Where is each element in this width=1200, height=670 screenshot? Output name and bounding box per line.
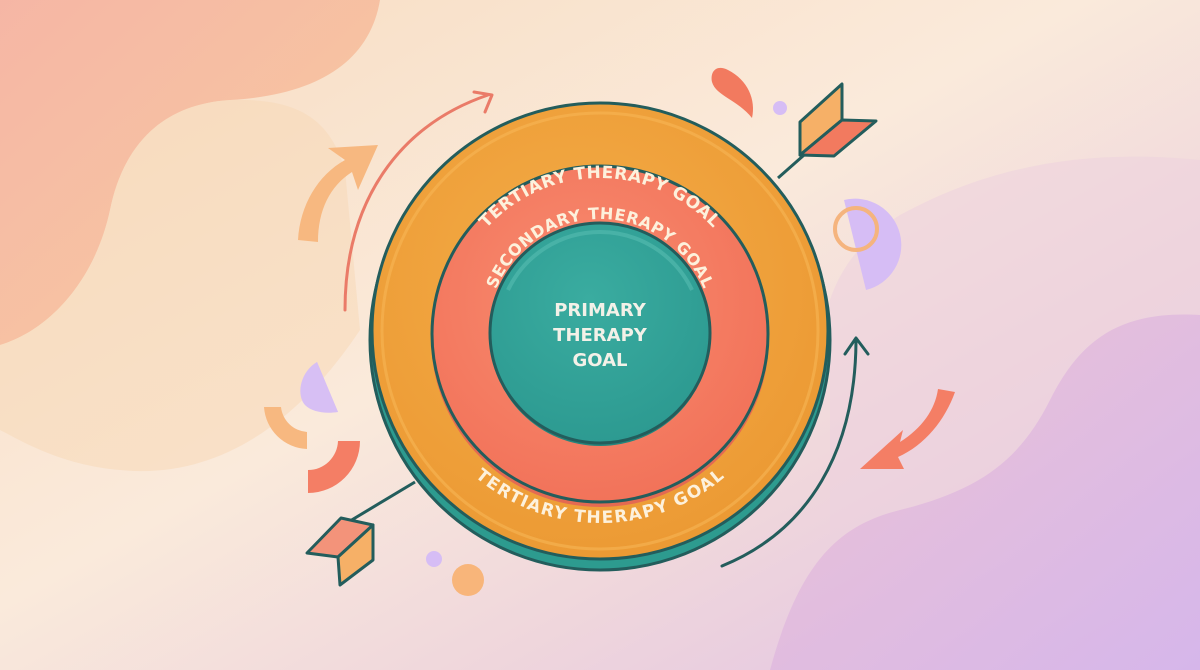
curved-arrow-top-left-icon: [298, 145, 378, 242]
background-blob-mid-left: [0, 99, 360, 472]
arc-peach-left-icon: [264, 407, 307, 449]
label-primary-line-3: GOAL: [573, 350, 628, 371]
thin-arc-arrow-right-icon: [720, 340, 858, 568]
dart-fletch-bottom-bottom-left-icon: [336, 523, 375, 587]
dot-lavender-bottom-icon: [426, 551, 442, 567]
thin-arc-arrow-right-head-icon: [843, 336, 870, 356]
label-primary-line-2: THERAPY: [553, 325, 648, 346]
thin-arc-arrow-left-icon: [343, 93, 490, 312]
teardrop-coral-top-icon: [711, 67, 753, 118]
ring-primary: [488, 221, 712, 445]
arc-coral-left-icon: [308, 441, 360, 493]
dot-lavender-top-icon: [773, 101, 787, 115]
ring-tertiary-highlight: [380, 111, 820, 551]
ring-peach-right-icon: [833, 206, 879, 252]
thin-arc-arrow-left-head-icon: [472, 90, 494, 114]
label-primary-line-1: PRIMARY: [554, 300, 646, 321]
background-blob-bottom-right: [770, 314, 1200, 670]
background-blob-top-left: [0, 0, 380, 345]
ring-primary-highlight: [506, 230, 694, 291]
half-circle-lavender-left-shape: [300, 362, 338, 413]
curved-arrow-right-icon: [860, 389, 955, 469]
dart-fletch-bottom-top-right-icon: [798, 118, 878, 158]
dot-peach-bottom-icon: [452, 564, 484, 596]
